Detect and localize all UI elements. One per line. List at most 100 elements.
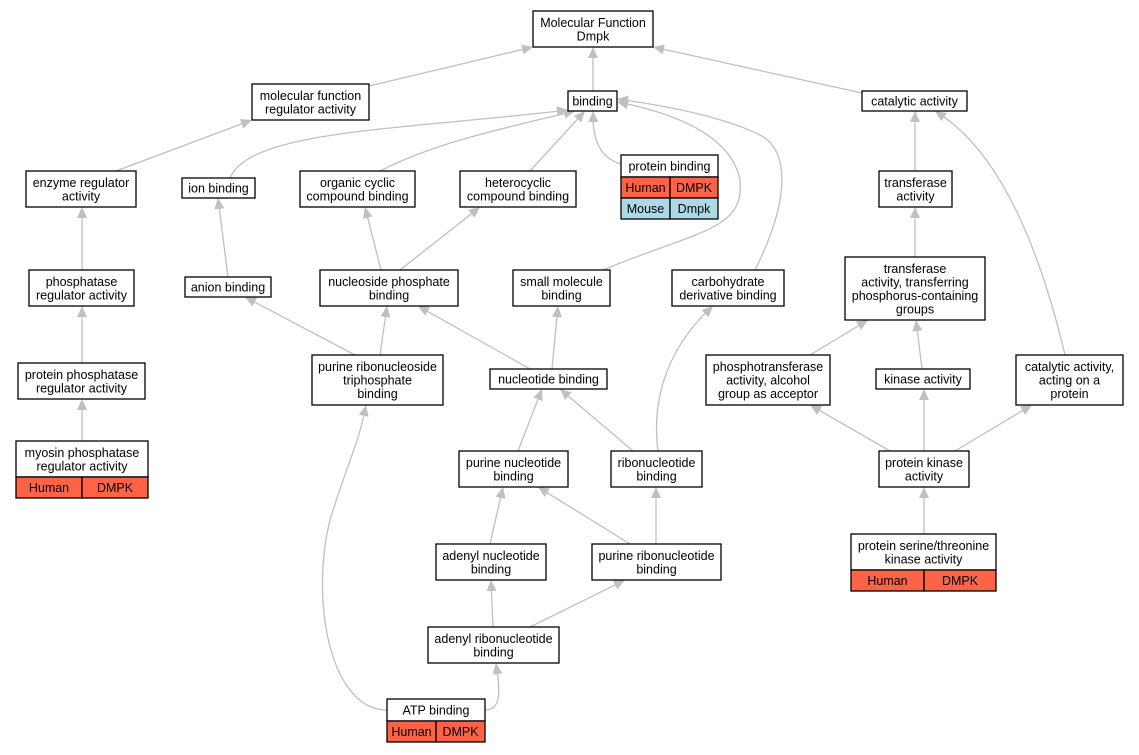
node-label: group as acceptor xyxy=(718,387,818,401)
node-box xyxy=(875,368,971,390)
edge-protein_binding-to-binding xyxy=(588,110,626,166)
edge-line xyxy=(379,315,387,356)
arrowhead xyxy=(418,306,431,316)
edge-line xyxy=(546,491,631,545)
arrowhead xyxy=(214,198,225,210)
gene-label: DMPK xyxy=(676,181,713,195)
edge-enzyme_reg-to-mf_regulator xyxy=(115,119,252,172)
node-label: transferase xyxy=(884,176,947,190)
edge-protein_kinase-to-kinase_activity xyxy=(919,389,929,451)
arrowhead xyxy=(651,487,661,498)
node-label: heterocyclic xyxy=(485,176,551,190)
edge-line xyxy=(484,662,500,711)
node-label: anion binding xyxy=(191,281,265,295)
edge-line xyxy=(253,301,356,356)
edge-purine_nucleotide-to-nucleotide_binding xyxy=(517,389,543,452)
node-label: ATP binding xyxy=(403,704,470,718)
edge-atp_binding-to-adenyl_ribonucleotide xyxy=(484,662,503,711)
node-box xyxy=(705,354,831,406)
gene-cell xyxy=(923,569,997,592)
node-label: organic cyclic xyxy=(320,176,395,190)
gene-label: DMPK xyxy=(942,574,979,588)
edge-line xyxy=(916,329,923,370)
gene-label: DMPK xyxy=(442,725,479,739)
edge-myosin_phosphatase_reg-to-protein_phosphatase_reg xyxy=(77,399,87,441)
node-box xyxy=(15,440,149,478)
edge-line xyxy=(489,496,502,545)
node-kinase-activity[interactable]: kinase activity xyxy=(875,368,971,390)
node-label: regulator activity xyxy=(265,102,357,116)
node-label: binding xyxy=(636,469,676,483)
edge-line xyxy=(321,404,388,711)
arrowhead xyxy=(380,306,391,318)
node-box xyxy=(299,170,416,208)
node-nucleotide-binding[interactable]: nucleotide binding xyxy=(489,368,608,390)
node-label: regulator activity xyxy=(36,459,128,473)
edge-organic_cyclic-to-binding xyxy=(379,108,576,172)
node-label: ribonucleotide xyxy=(618,456,696,470)
edge-line xyxy=(602,101,741,271)
arrowhead xyxy=(1019,405,1032,415)
node-label: activity xyxy=(905,469,944,483)
node-box xyxy=(458,450,569,488)
node-label: Dmpk xyxy=(577,29,610,43)
edge-line xyxy=(567,394,634,452)
edge-line xyxy=(934,110,1066,356)
node-label: carbohydrate xyxy=(692,275,765,289)
node-box xyxy=(610,450,703,488)
node-binding[interactable]: binding xyxy=(567,90,618,112)
node-box xyxy=(489,368,608,390)
node-box xyxy=(251,83,370,121)
arrowhead xyxy=(538,487,550,498)
edge-ribonucleotide-to-carbohydrate_deriv xyxy=(655,305,714,452)
edge-purine_ribonucleoside_tp-to-anion_binding xyxy=(245,297,356,356)
arrowhead xyxy=(910,111,920,122)
arrowhead xyxy=(588,47,598,58)
node-anion-binding[interactable]: anion binding xyxy=(184,276,272,298)
node-catalytic[interactable]: catalytic activity xyxy=(861,90,968,112)
arrowhead xyxy=(358,405,369,417)
node-label: protein phosphatase xyxy=(25,368,138,382)
node-label: binding xyxy=(572,95,612,109)
node-label: acting on a xyxy=(1039,374,1100,388)
node-label: catalytic activity, xyxy=(1025,360,1114,374)
edge-adenyl_nucleotide-to-purine_nucleotide xyxy=(489,487,506,545)
arrowhead xyxy=(551,306,562,318)
node-ion-binding[interactable]: ion binding xyxy=(181,177,256,199)
node-box xyxy=(311,354,444,406)
node-box xyxy=(850,533,997,571)
edge-line xyxy=(517,398,539,452)
edge-purine_ribonucleotide-to-ribonucleotide xyxy=(651,487,661,544)
